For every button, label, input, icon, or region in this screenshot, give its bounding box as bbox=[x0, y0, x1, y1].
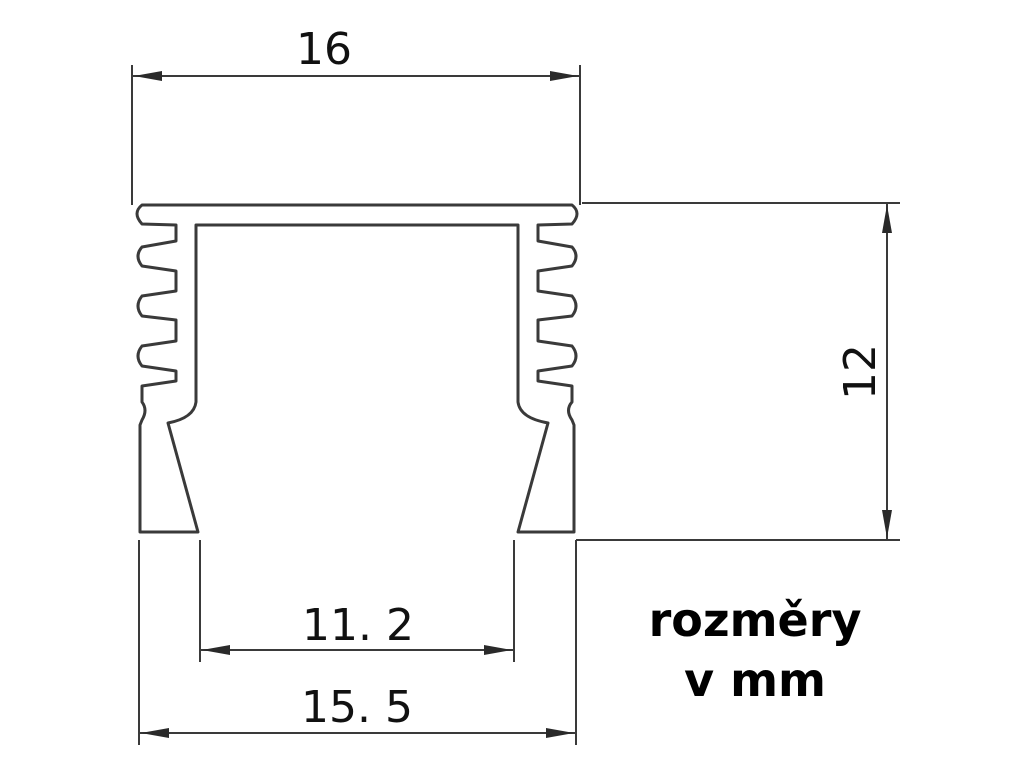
inner-width-label: 11. 2 bbox=[302, 600, 414, 651]
profile-outline bbox=[135, 203, 579, 534]
arrowhead bbox=[141, 728, 169, 738]
height-label: 12 bbox=[835, 344, 886, 400]
arrowhead bbox=[546, 728, 574, 738]
units-note-line1: rozměry bbox=[648, 593, 862, 647]
arrowhead bbox=[202, 645, 230, 655]
dimension-bottom-width: 15. 5 bbox=[138, 540, 576, 745]
top-width-label: 16 bbox=[296, 24, 352, 75]
arrowhead bbox=[550, 71, 578, 81]
arrowhead bbox=[882, 205, 892, 233]
arrowhead bbox=[882, 510, 892, 538]
units-note: rozměry v mm bbox=[600, 590, 910, 710]
arrowhead bbox=[134, 71, 162, 81]
units-note-line2: v mm bbox=[684, 653, 826, 707]
dimension-height: 12 bbox=[575, 202, 900, 745]
bottom-width-label: 15. 5 bbox=[301, 682, 413, 733]
dimension-top-width: 16 bbox=[131, 24, 581, 205]
dimension-inner-width: 11. 2 bbox=[199, 540, 515, 662]
arrowhead bbox=[484, 645, 512, 655]
